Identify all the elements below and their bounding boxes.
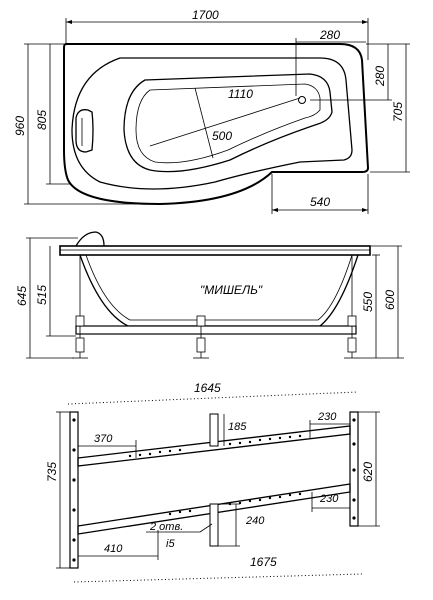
dim-bowl-length: 1110 xyxy=(228,87,253,101)
dim-height-right-outer: 600 xyxy=(383,290,397,310)
frame-top-rail-holes xyxy=(128,434,302,458)
dim-short-side-width: 705 xyxy=(391,102,405,122)
frame-bottom-rail xyxy=(77,483,351,535)
frame-left-post xyxy=(69,411,79,569)
side-rim xyxy=(59,245,371,256)
bowl-inner-outline xyxy=(135,83,321,164)
side-leg-right xyxy=(344,255,360,359)
dim-frame-top-length: 1645 xyxy=(194,381,221,395)
frame-post-bolts xyxy=(72,418,356,562)
side-leg-left xyxy=(72,255,88,359)
dim-overall-width: 960 xyxy=(13,116,27,136)
dim-frame-top-right-offset: 230 xyxy=(317,411,337,423)
frame-top-rail xyxy=(77,425,351,467)
frame-view: 1645 1675 735 620 370 230 185 230 240 xyxy=(45,381,380,583)
dim-bottom-right-step: 540 xyxy=(310,195,330,209)
frame-center-post-upper xyxy=(209,413,219,447)
drain-icon xyxy=(298,96,306,104)
dim-height-right-inner: 550 xyxy=(361,292,375,312)
model-name: "МИШЕЛЬ" xyxy=(200,283,263,297)
top-view: 1700 280 280 705 960 805 1110 500 54 xyxy=(13,8,410,214)
dim-offset-top-right: 280 xyxy=(319,28,340,42)
dim-center-post-bottom: 240 xyxy=(245,515,265,527)
side-leg-center xyxy=(193,315,209,359)
dim-frame-left-height: 735 xyxy=(45,462,59,482)
dim-frame-lower-right-offset: 230 xyxy=(319,493,339,505)
frame-bottom-rail-holes xyxy=(168,492,302,516)
dim-bowl-width: 500 xyxy=(212,129,232,143)
holes-label: 2 отв. xyxy=(149,521,183,533)
dim-center-post-top: 185 xyxy=(228,421,247,433)
side-view: "МИШЕЛЬ" 645 515 550 600 xyxy=(15,231,404,359)
dim-offset-side-right: 280 xyxy=(373,66,387,87)
dim-overall-length: 1700 xyxy=(192,8,219,22)
dim-frame-bottom-left-offset: 410 xyxy=(104,543,123,555)
side-frame-bar xyxy=(75,325,357,335)
holes-size: i5 xyxy=(166,538,175,550)
dim-height-left-inner: 515 xyxy=(35,285,49,305)
dim-height-left-outer: 645 xyxy=(15,286,29,306)
dim-frame-top-left-offset: 370 xyxy=(94,433,113,445)
tub-outer-rim xyxy=(63,43,370,206)
headrest xyxy=(75,109,94,153)
dim-frame-bottom-length: 1675 xyxy=(250,555,277,569)
tub-inner-rim xyxy=(71,57,353,190)
bowl-outline xyxy=(123,73,333,173)
dim-inner-depth-left: 805 xyxy=(35,110,49,130)
dim-frame-right-height: 620 xyxy=(361,462,375,482)
